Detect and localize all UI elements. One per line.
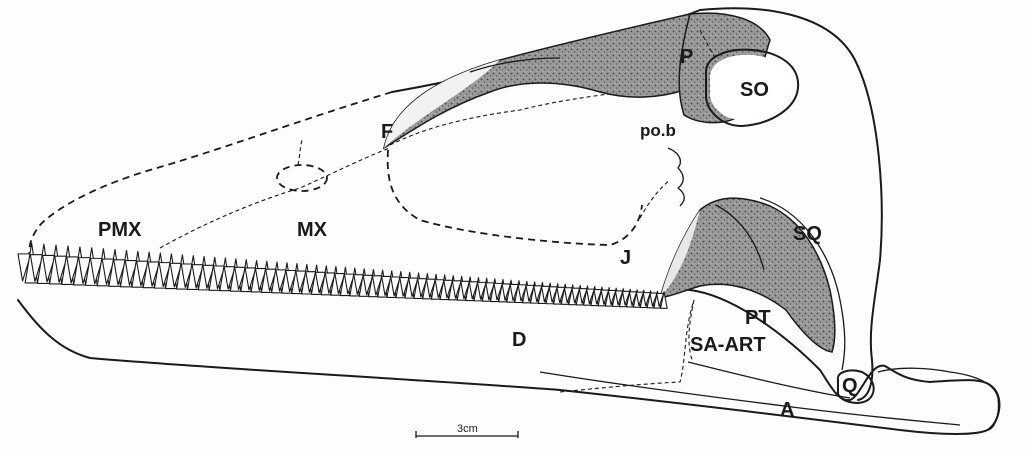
label-premaxilla: PMX [98, 219, 142, 241]
snout-dashed-outline [29, 92, 392, 258]
lower-jaw-outline [18, 290, 999, 434]
jugal-notch [668, 148, 684, 206]
label-parietal: P [680, 46, 693, 68]
label-quadrate: Q [842, 375, 858, 397]
nasal-suture [160, 148, 390, 248]
jugal-suture [640, 180, 670, 218]
label-maxilla: MX [297, 219, 328, 241]
angular-lower-edge [540, 372, 960, 425]
label-angular: A [780, 399, 794, 421]
scale-bar-label: 3cm [457, 423, 478, 435]
label-frontal: F [381, 121, 393, 143]
articular-process [878, 368, 998, 430]
label-jugal: J [620, 247, 631, 269]
label-dentary: D [512, 329, 526, 351]
tooth-row [18, 243, 667, 308]
label-supraoccipital: SO [740, 79, 769, 101]
foramen-suture [298, 140, 302, 165]
label-squamosal: SQ [793, 223, 822, 245]
label-pterygoid: PT [745, 307, 771, 329]
orbit-dashed-outline [388, 150, 642, 245]
label-postorbital-bar: po.b [640, 121, 676, 140]
label-surangular-articular: SA-ART [690, 334, 766, 356]
